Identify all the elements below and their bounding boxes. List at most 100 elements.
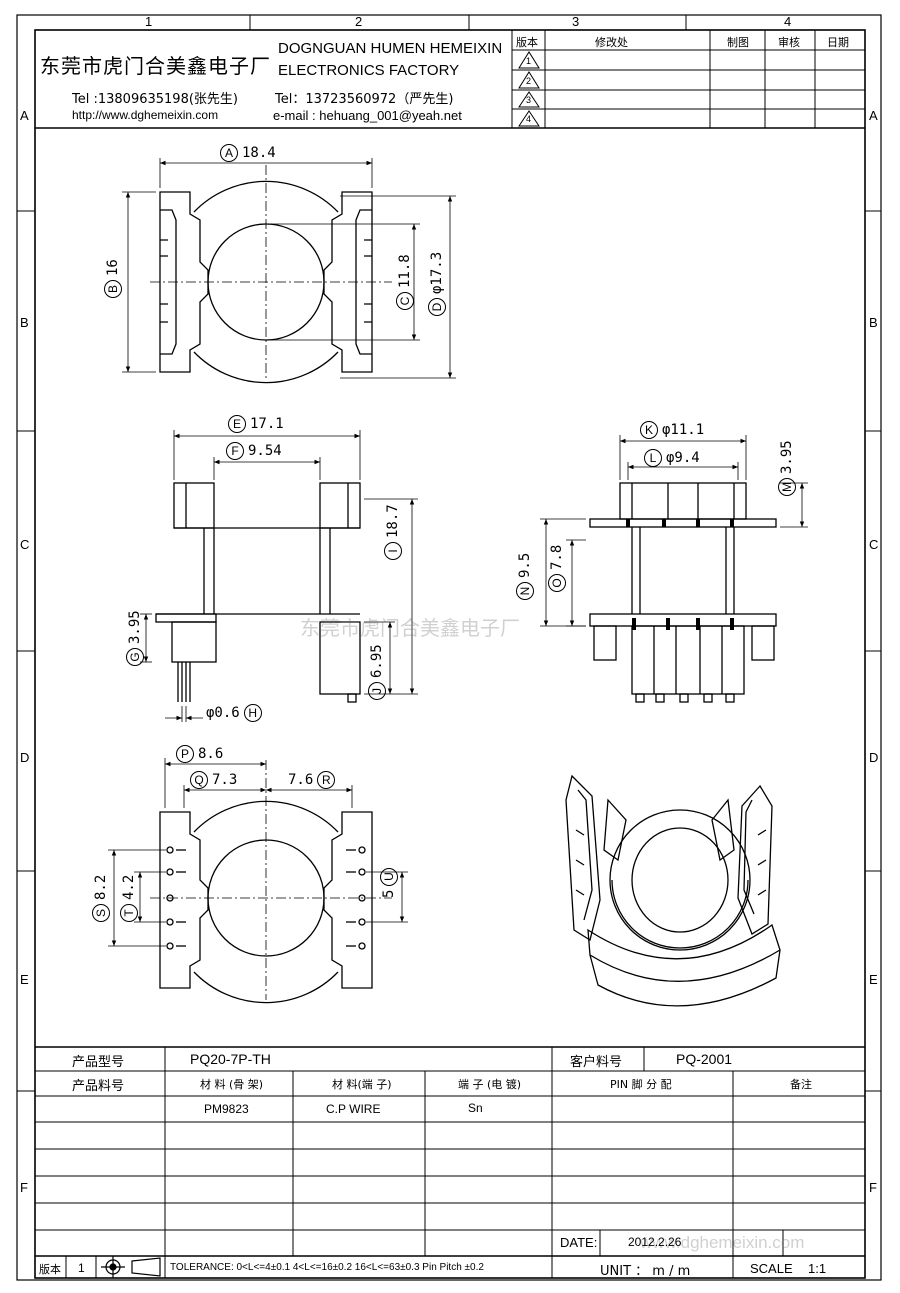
dimension-m: M 3.95 [778, 440, 796, 496]
row-label-c-right: C [869, 537, 879, 552]
dimension-t-letter: T [120, 904, 138, 922]
row-label-a-left: A [20, 108, 29, 123]
dimension-k-letter: K [640, 421, 658, 439]
dimension-k-value: φ11.1 [662, 422, 705, 438]
dimension-b-value: 16 [105, 259, 121, 276]
revision-triangle-icons [518, 51, 540, 127]
dimension-f-letter: F [226, 442, 244, 460]
dimension-l-value: φ9.4 [666, 450, 700, 466]
col-label-3: 3 [572, 14, 580, 29]
pin-assign-label: PIN 脚 分 配 [610, 1078, 672, 1091]
dimension-c: C 11.8 [396, 254, 414, 310]
remark-label: 备注 [790, 1078, 812, 1091]
watermark-bottom: www.dghemeixin.com [640, 1233, 805, 1252]
rev-header-version: 版本 [516, 36, 538, 49]
company-name-en-line1: DOGNGUAN HUMEN HEMEIXIN [278, 40, 503, 57]
rev-header-date: 日期 [827, 36, 849, 49]
dimension-n: N 9.5 [516, 553, 534, 600]
material-frame-label: 材 料 (骨 架) [200, 1078, 264, 1091]
projection-symbol-icon [101, 1256, 161, 1278]
dimension-i-value: 18.7 [385, 504, 401, 538]
front-view-dimensions [140, 430, 418, 722]
dimension-r-value: 7.6 [288, 772, 314, 788]
rev-row-1-number: 1 [526, 56, 532, 66]
dimension-a-value: 18.4 [242, 145, 276, 161]
row-label-e-right: E [869, 972, 878, 987]
dimension-h-letter: H [243, 704, 262, 722]
contact-tel-2: Tel：13723560972（严先生) [275, 92, 454, 107]
date-label: DATE: [560, 1235, 598, 1250]
pin-plating-value: Sn [468, 1101, 483, 1115]
dimension-e-letter: E [228, 415, 246, 433]
contact-email: e-mail : hehuang_001@yeah.net [273, 108, 462, 123]
dimension-g: G 3.95 [126, 610, 144, 666]
rev-row-4-number: 4 [526, 114, 532, 124]
dimension-r-letter: R [317, 771, 336, 789]
dimension-c-value: 11.8 [397, 254, 413, 288]
dimension-j-letter: J [368, 682, 386, 700]
dimension-h-value: φ0.6 [206, 705, 240, 721]
top-view-dimensions [122, 158, 456, 379]
material-frame-value: PM9823 [204, 1102, 249, 1116]
dimension-q-letter: Q [190, 771, 208, 789]
row-label-d-right: D [869, 750, 879, 765]
dimension-m-letter: M [778, 478, 796, 496]
dimension-g-letter: G [126, 648, 144, 666]
product-pn-label: 产品料号 [72, 1079, 125, 1094]
dimension-s-value: 8.2 [93, 874, 109, 900]
company-name-cn: 东莞市虎门合美鑫电子厂 [40, 54, 271, 78]
watermark-center: 东莞市虎门合美鑫电子厂 [300, 616, 520, 640]
col-label-4: 4 [784, 14, 792, 29]
dimension-a-letter: A [220, 144, 238, 162]
pin-plating-label: 端 子 (电 镀) [458, 1078, 522, 1091]
dimension-m-value: 3.95 [779, 440, 795, 474]
dimension-c-letter: C [396, 292, 414, 310]
row-label-a-right: A [869, 108, 878, 123]
dimension-n-value: 9.5 [517, 552, 533, 578]
row-label-d-left: D [20, 750, 30, 765]
row-label-b-right: B [869, 315, 878, 330]
company-url-link[interactable]: http://www.dghemeixin.com [72, 108, 219, 122]
col-label-2: 2 [355, 14, 363, 29]
row-label-c-left: C [20, 537, 30, 552]
date-value: 2012.2.26 [628, 1235, 682, 1249]
dimension-e-value: 17.1 [250, 416, 284, 432]
side-view-pin-marks [626, 519, 734, 630]
tolerance-text: TOLERANCE: 0<L<=4±0.1 4<L<=16±0.2 16<L<=… [170, 1262, 484, 1273]
dimension-n-letter: N [516, 582, 534, 600]
dimension-f-value: 9.54 [248, 443, 282, 459]
info-table-grid [35, 1046, 865, 1278]
row-label-f-left: F [20, 1180, 28, 1195]
bottom-view-centerlines [150, 760, 392, 1000]
rev-row-3-number: 3 [526, 95, 532, 105]
version-label: 版本 [39, 1263, 61, 1276]
dimension-g-value: 3.95 [127, 610, 143, 644]
dimension-d-letter: D [428, 298, 446, 316]
isometric-view [565, 774, 781, 1007]
version-value: 1 [78, 1261, 85, 1275]
col-label-1: 1 [145, 14, 153, 29]
dimension-u-letter: U [380, 867, 398, 886]
row-label-f-right: F [869, 1180, 877, 1195]
row-label-b-left: B [20, 315, 29, 330]
bottom-view-dimensions [108, 758, 408, 947]
dimension-p-value: 8.6 [198, 746, 224, 762]
rev-header-checked: 审核 [778, 36, 800, 49]
material-pin-label: 材 料(端 子) [332, 1078, 392, 1091]
scale-value: 1:1 [808, 1261, 827, 1276]
dimension-q-value: 7.3 [212, 772, 238, 788]
unit-text: UNIT ： m / m [600, 1264, 691, 1279]
